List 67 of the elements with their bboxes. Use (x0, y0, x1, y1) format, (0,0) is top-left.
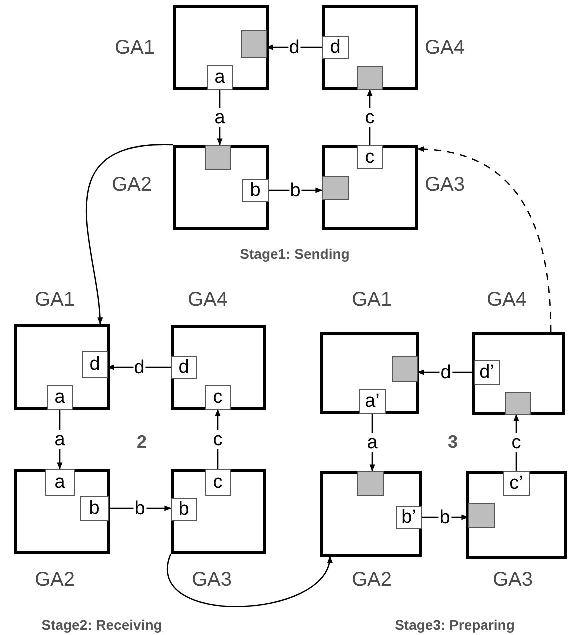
frame-label: GA2 (352, 569, 392, 591)
shaded-block (322, 176, 349, 200)
letter-box: b (242, 179, 269, 202)
stage-caption: Stage1: Sending (240, 246, 350, 262)
edge-label: c (212, 430, 224, 449)
arrow (514, 414, 520, 471)
frame-label: GA1 (35, 289, 76, 311)
stage-number: 3 (448, 432, 458, 453)
letter-box: c’ (503, 471, 530, 496)
frame-label: GA1 (115, 37, 156, 59)
frame-label: GA2 (35, 569, 76, 591)
letter-box: d (171, 356, 197, 379)
arrow (109, 506, 172, 512)
arrow (417, 370, 474, 376)
arrow (217, 90, 223, 146)
arrow (422, 514, 469, 520)
frame-label: GA2 (112, 174, 152, 196)
edge-label: b (438, 508, 452, 527)
frame-label: GA3 (192, 569, 232, 591)
letter-box: b’ (396, 506, 422, 529)
letter-box: c (357, 145, 383, 169)
edge-label: c (510, 434, 522, 452)
arrow (370, 414, 376, 472)
arrow (266, 44, 322, 50)
frame-label: GA3 (425, 174, 466, 196)
shaded-block (241, 30, 267, 58)
edge-label: d (288, 38, 301, 57)
edge-label: c (364, 108, 376, 127)
shaded-block (357, 471, 384, 496)
shaded-block (505, 392, 531, 415)
edge-label: a (214, 108, 226, 127)
letter-box: a (45, 469, 75, 496)
arrow (367, 89, 373, 145)
stage-caption: Stage2: Receiving (42, 617, 162, 633)
arrow (107, 364, 171, 370)
shaded-block (468, 503, 495, 528)
shaded-block (357, 66, 383, 90)
frame-label: GA3 (493, 569, 534, 591)
letter-box: b (80, 496, 109, 521)
stage-number: 2 (137, 432, 147, 453)
letter-box: c (205, 385, 231, 410)
curved-arrow (86, 144, 174, 325)
letter-box: d’ (474, 360, 500, 385)
curved-arrow (417, 146, 552, 332)
stage-caption: Stage3: Preparing (395, 617, 515, 633)
frame-label: GA4 (188, 289, 228, 311)
frame-label: GA1 (352, 289, 392, 311)
frame-label: GA4 (425, 37, 466, 59)
edge-label: d (440, 363, 452, 382)
letter-box: b (171, 498, 197, 521)
letter-box: c (205, 469, 231, 496)
letter-box: d (322, 36, 349, 59)
edge-label: d (133, 358, 146, 377)
shaded-block (205, 145, 231, 170)
edge-label: b (134, 499, 146, 518)
edge-label: a (366, 433, 379, 452)
frame-label: GA4 (487, 289, 528, 311)
curved-arrow (167, 554, 332, 608)
edge-label: a (54, 430, 66, 449)
shaded-block (392, 356, 418, 382)
letter-box: a (207, 65, 233, 90)
arrow (215, 409, 221, 469)
arrow (269, 188, 323, 194)
letter-box: a’ (359, 389, 386, 414)
letter-box: a (47, 385, 73, 410)
letter-box: d (82, 351, 108, 378)
edge-label: b (289, 181, 302, 200)
